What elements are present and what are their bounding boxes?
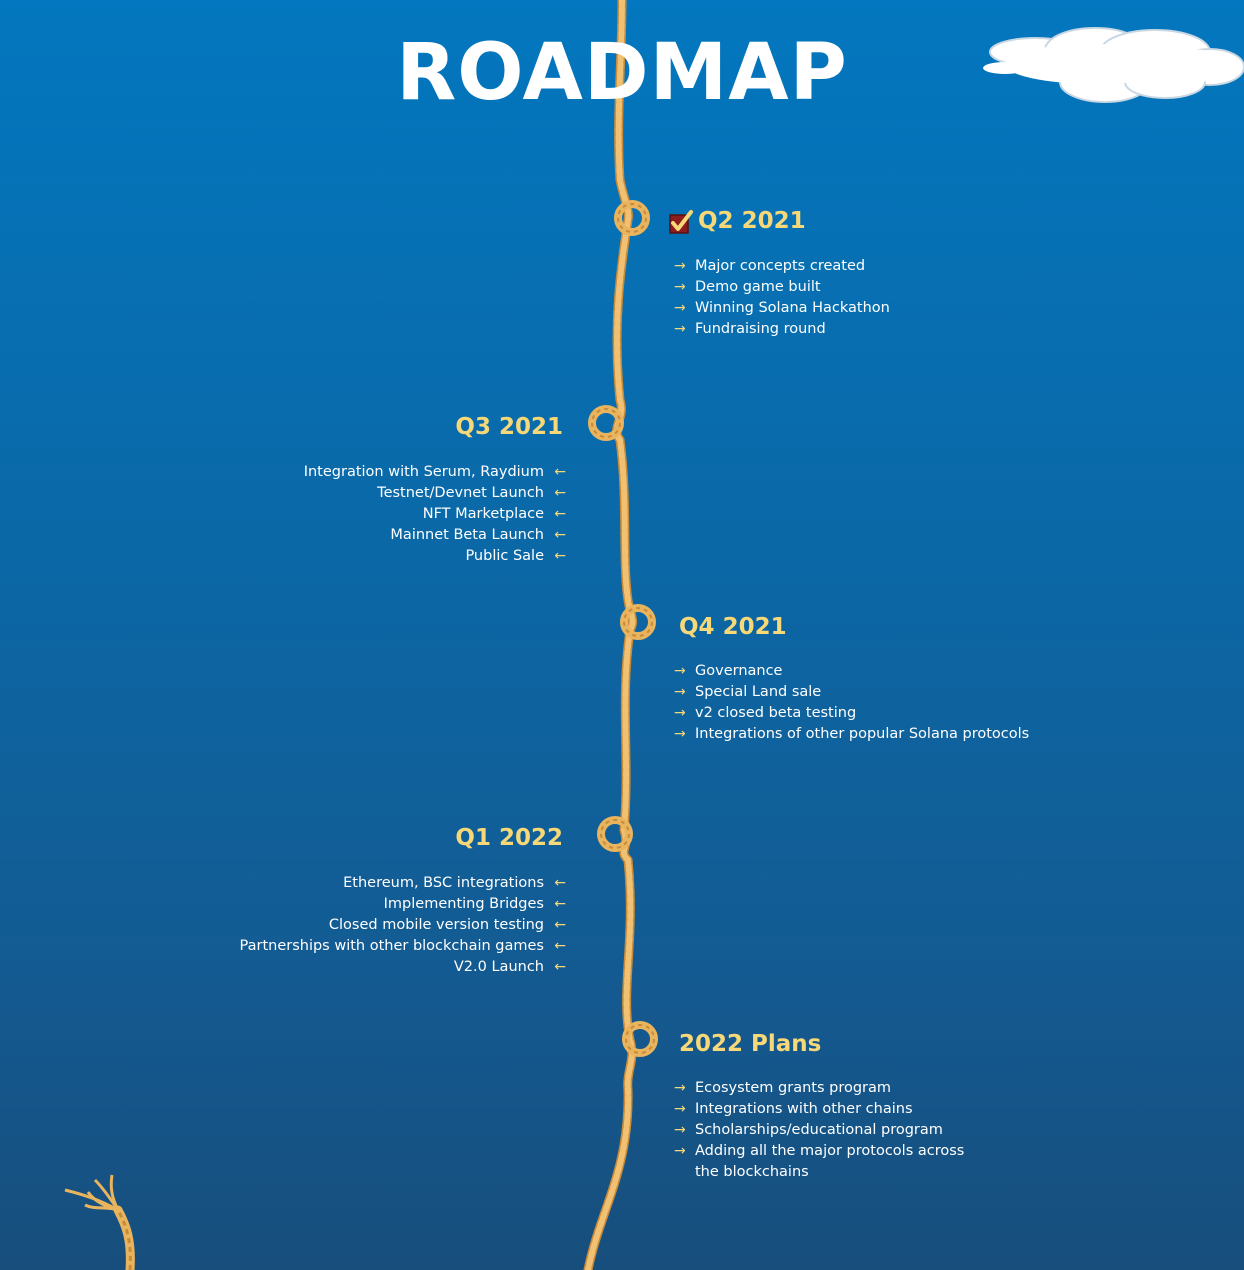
milestone-list-2022-plans: →Ecosystem grants program →Integrations …	[674, 1078, 984, 1183]
list-item: →v2 closed beta testing	[674, 703, 1004, 724]
page-title: ROADMAP	[396, 28, 848, 118]
list-item: →Ecosystem grants program	[674, 1078, 984, 1099]
list-item: →Governance	[674, 661, 1004, 682]
milestone-heading-2022-plans: 2022 Plans	[679, 1031, 822, 1057]
arrow-left-icon: ←	[554, 548, 566, 564]
checkbox-checked-icon	[669, 210, 693, 234]
arrow-left-icon: ←	[554, 938, 566, 954]
list-item: →Integrations with other chains	[674, 1099, 984, 1120]
arrow-right-icon: →	[674, 684, 686, 700]
arrow-right-icon: →	[674, 258, 686, 274]
rope-knot-q2-2021	[614, 200, 650, 236]
cloud-decoration	[983, 27, 1244, 103]
arrow-left-icon: ←	[554, 917, 566, 933]
frayed-rope-end	[64, 1174, 135, 1270]
arrow-left-icon: ←	[554, 464, 566, 480]
arrow-left-icon: ←	[554, 506, 566, 522]
milestone-list-q1-2022: Ethereum, BSC integrations← Implementing…	[240, 873, 567, 978]
rope-knot-q1-2022	[597, 816, 633, 852]
list-item: →Fundraising round	[674, 319, 1004, 340]
list-item: →Special Land sale	[674, 682, 1004, 703]
list-item: NFT Marketplace←	[304, 504, 566, 525]
list-item: Mainnet Beta Launch←	[304, 525, 566, 546]
list-item: →Winning Solana Hackathon	[674, 298, 1004, 319]
list-item: →Adding all the major protocols across t…	[674, 1143, 965, 1180]
arrow-right-icon: →	[674, 1080, 686, 1096]
milestone-list-q2-2021: →Major concepts created →Demo game built…	[674, 256, 1004, 340]
arrow-right-icon: →	[674, 1143, 686, 1159]
milestone-heading-q3-2021: Q3 2021	[455, 414, 563, 440]
arrow-right-icon: →	[674, 321, 686, 337]
list-item: →Integrations of other popular Solana pr…	[674, 724, 1115, 745]
milestone-list-q3-2021: Integration with Serum, Raydium← Testnet…	[304, 462, 566, 567]
list-item: →Scholarships/educational program	[674, 1120, 984, 1141]
milestone-heading-q2-2021: Q2 2021	[698, 208, 806, 234]
arrow-right-icon: →	[674, 300, 686, 316]
list-item: →Major concepts created	[674, 256, 1004, 277]
arrow-right-icon: →	[674, 1122, 686, 1138]
milestone-heading-q4-2021: Q4 2021	[679, 614, 787, 640]
arrow-left-icon: ←	[554, 896, 566, 912]
list-item: Partnerships with other blockchain games…	[240, 936, 567, 957]
list-item: V2.0 Launch←	[240, 957, 566, 978]
list-item: Implementing Bridges←	[240, 894, 566, 915]
arrow-left-icon: ←	[554, 959, 566, 975]
arrow-right-icon: →	[674, 726, 686, 742]
list-item: Ethereum, BSC integrations←	[240, 873, 566, 894]
rope-knot-q4-2021	[620, 604, 656, 640]
arrow-right-icon: →	[674, 663, 686, 679]
rope-knot-2022-plans	[622, 1021, 658, 1057]
arrow-right-icon: →	[674, 1101, 686, 1117]
milestone-list-q4-2021: →Governance →Special Land sale →v2 close…	[674, 661, 1029, 745]
rope-knot-q3-2021	[588, 405, 624, 441]
list-item: Public Sale←	[304, 546, 566, 567]
list-item: →Demo game built	[674, 277, 1004, 298]
arrow-right-icon: →	[674, 705, 686, 721]
arrow-left-icon: ←	[554, 527, 566, 543]
list-item: Testnet/Devnet Launch←	[304, 483, 566, 504]
arrow-left-icon: ←	[554, 875, 566, 891]
list-item: Integration with Serum, Raydium←	[304, 462, 566, 483]
milestone-heading-q1-2022: Q1 2022	[455, 825, 563, 851]
arrow-right-icon: →	[674, 279, 686, 295]
arrow-left-icon: ←	[554, 485, 566, 501]
list-item: Closed mobile version testing←	[240, 915, 566, 936]
